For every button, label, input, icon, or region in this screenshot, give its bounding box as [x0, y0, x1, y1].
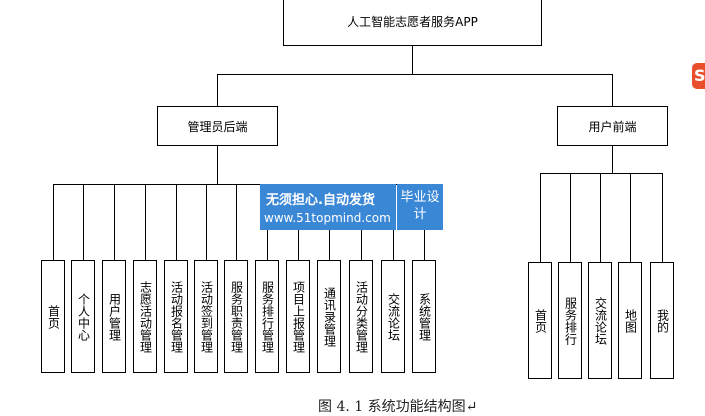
leaf-node: 活动分类管理	[349, 260, 373, 373]
leaf-node: 首页	[528, 262, 552, 379]
connector	[217, 74, 218, 106]
connector	[176, 184, 177, 260]
connector	[412, 46, 413, 74]
leaf-node: 系统管理	[412, 260, 436, 373]
leaf-node: 用户管理	[102, 260, 126, 373]
connector	[206, 184, 207, 260]
connector	[53, 184, 54, 260]
connector	[630, 173, 631, 262]
watermark-line1: 无须担心.自动发货	[266, 193, 375, 208]
connector	[236, 184, 237, 260]
branch-label: 用户前端	[588, 119, 637, 134]
connector	[570, 173, 571, 262]
leaf-node: 个人中心	[71, 260, 95, 373]
leaf-node: 项目上报管理	[286, 260, 310, 373]
leaf-node: 活动签到管理	[194, 260, 218, 373]
leaf-node: 服务排行	[558, 262, 582, 379]
leaf-node: 服务职责管理	[224, 260, 248, 373]
leaf-node: 首页	[41, 260, 65, 373]
branch-admin-node: 管理员后端	[157, 106, 278, 146]
branch-label: 管理员后端	[187, 119, 248, 134]
leaf-node: 交流论坛	[381, 260, 405, 373]
connector	[662, 173, 663, 262]
connector	[540, 173, 662, 174]
connector	[612, 74, 613, 106]
leaf-node: 交流论坛	[588, 262, 612, 379]
connector	[217, 74, 613, 75]
watermark-badge: 毕业设计	[397, 184, 443, 230]
watermark-banner: 无须担心.自动发货 www.51topmind.com	[260, 184, 396, 230]
watermark-line2: www.51topmind.com	[264, 211, 391, 225]
connector	[83, 184, 84, 260]
connector	[217, 146, 218, 184]
leaf-node: 地图	[618, 262, 642, 379]
leaf-node: 活动报名管理	[164, 260, 188, 373]
connector	[612, 146, 613, 173]
leaf-node: 志愿活动管理	[133, 260, 157, 373]
figure-caption: 图 4. 1 系统功能结构图↵	[318, 399, 478, 415]
branch-user-node: 用户前端	[557, 106, 668, 146]
connector	[540, 173, 541, 262]
connector	[53, 184, 428, 185]
corner-logo-icon: S	[692, 63, 705, 89]
connector	[114, 184, 115, 260]
leaf-node: 服务排行管理	[255, 260, 279, 373]
connector	[145, 184, 146, 260]
root-label: 人工智能志愿者服务APP	[347, 14, 478, 29]
connector	[600, 173, 601, 262]
root-node: 人工智能志愿者服务APP	[283, 0, 542, 46]
leaf-node: 我的	[650, 262, 674, 379]
leaf-node: 通讯录管理	[317, 260, 341, 373]
